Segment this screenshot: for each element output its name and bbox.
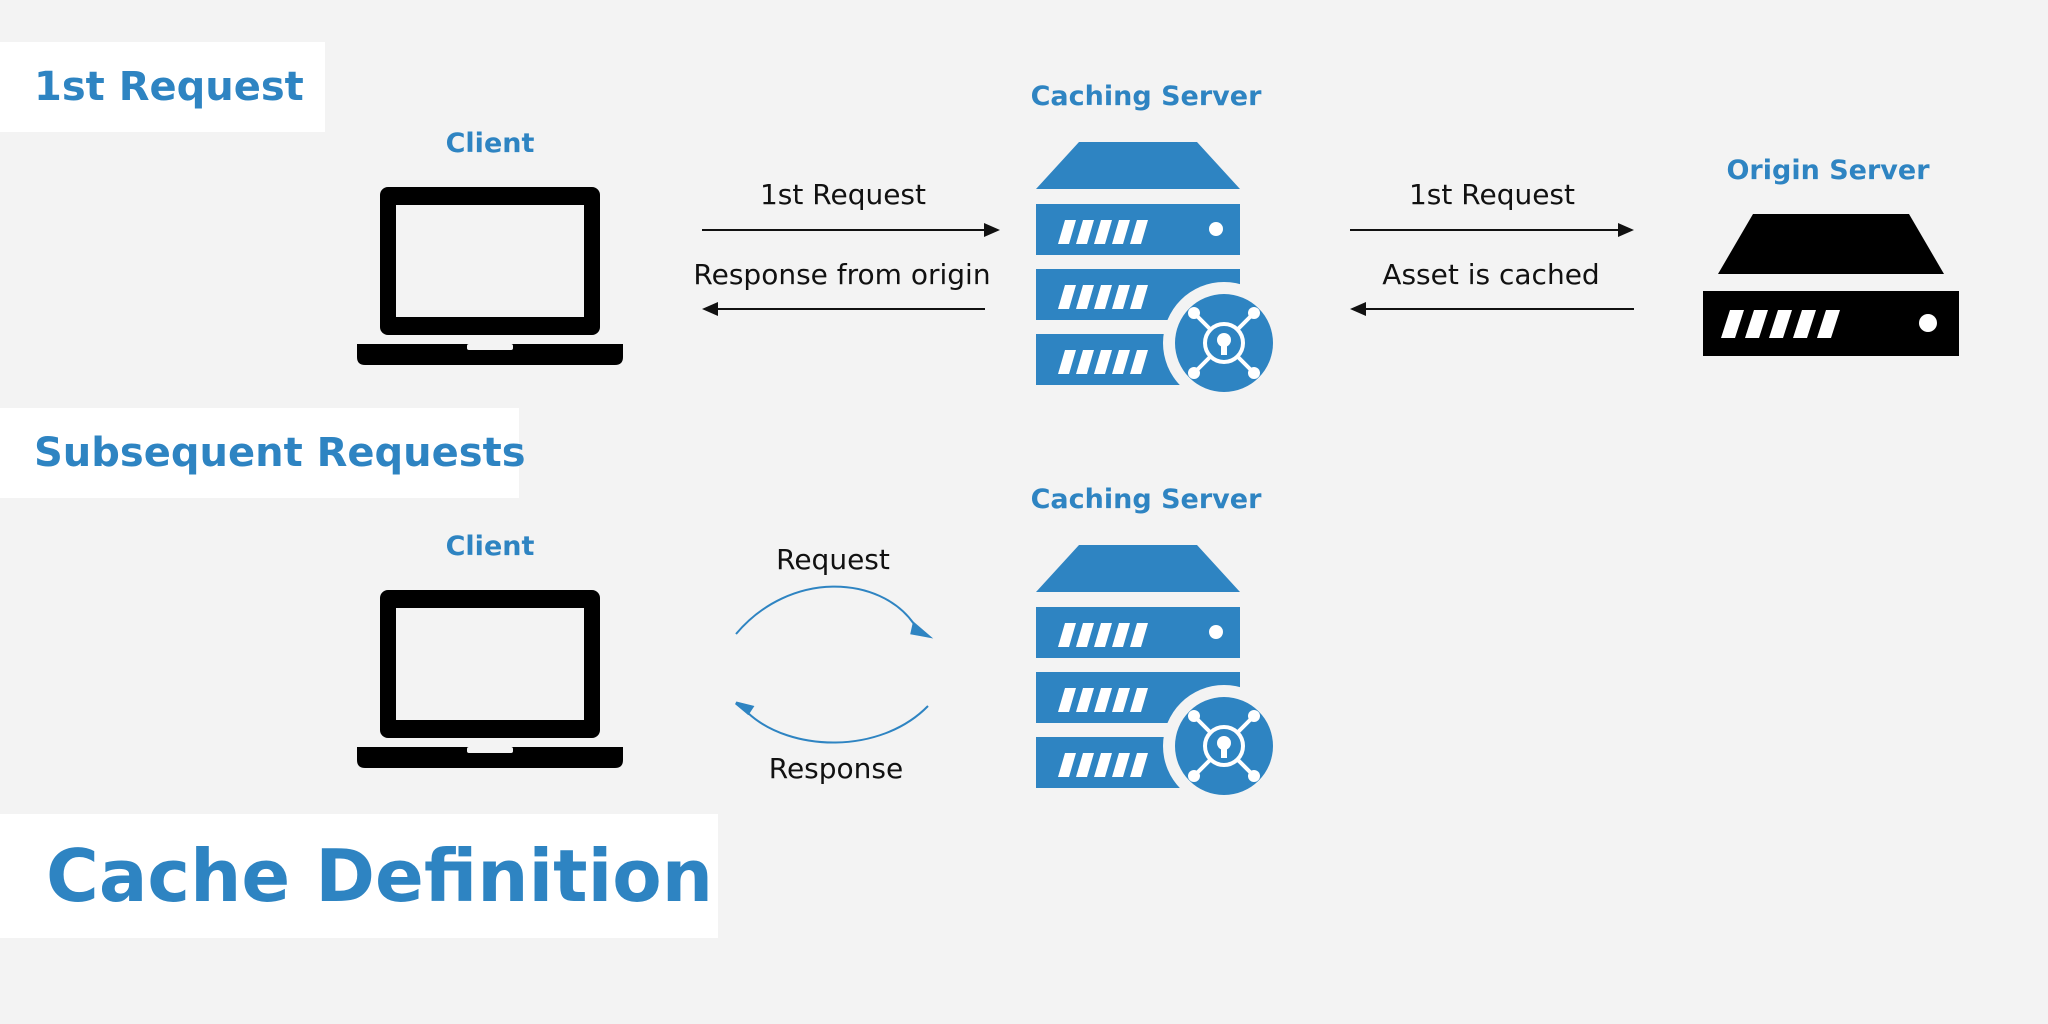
bottom-request-label: Request <box>776 543 890 576</box>
origin-server-icon <box>1703 214 1959 356</box>
section-first-request: 1st Request <box>0 42 325 132</box>
page-title: Cache Definition <box>46 834 713 918</box>
section-subsequent-requests: Subsequent Requests <box>0 408 526 498</box>
top-response-from-cache-arrow <box>702 302 985 316</box>
top-origin-server-label: Origin Server <box>1726 155 1930 186</box>
top-client-label: Client <box>445 128 535 159</box>
top-caching-server-label: Caching Server <box>1030 81 1262 112</box>
bottom-caching-server-icon <box>1036 545 1285 807</box>
bottom-response-arrow <box>735 701 929 744</box>
title-box: Cache Definition <box>0 814 718 938</box>
bottom-response-label: Response <box>768 752 904 785</box>
section-first-request-label: 1st Request <box>34 64 304 110</box>
top-client-laptop-icon <box>357 187 623 365</box>
top-caching-server-icon <box>1036 142 1285 404</box>
bottom-request-arrow <box>735 585 934 639</box>
top-response-from-cache-label: Response from origin <box>693 258 991 291</box>
top-request-to-origin-label: 1st Request <box>1408 178 1576 211</box>
top-request-to-origin-arrow <box>1350 223 1634 237</box>
top-request-to-cache-label: 1st Request <box>759 178 927 211</box>
top-response-from-origin-label: Asset is cached <box>1382 258 1600 291</box>
top-request-to-cache-arrow <box>702 223 1000 237</box>
bottom-caching-server-label: Caching Server <box>1030 484 1262 515</box>
section-subsequent-requests-label: Subsequent Requests <box>34 430 526 476</box>
bottom-client-label: Client <box>445 531 535 562</box>
top-response-from-origin-arrow <box>1350 302 1634 316</box>
bottom-client-laptop-icon <box>357 590 623 768</box>
